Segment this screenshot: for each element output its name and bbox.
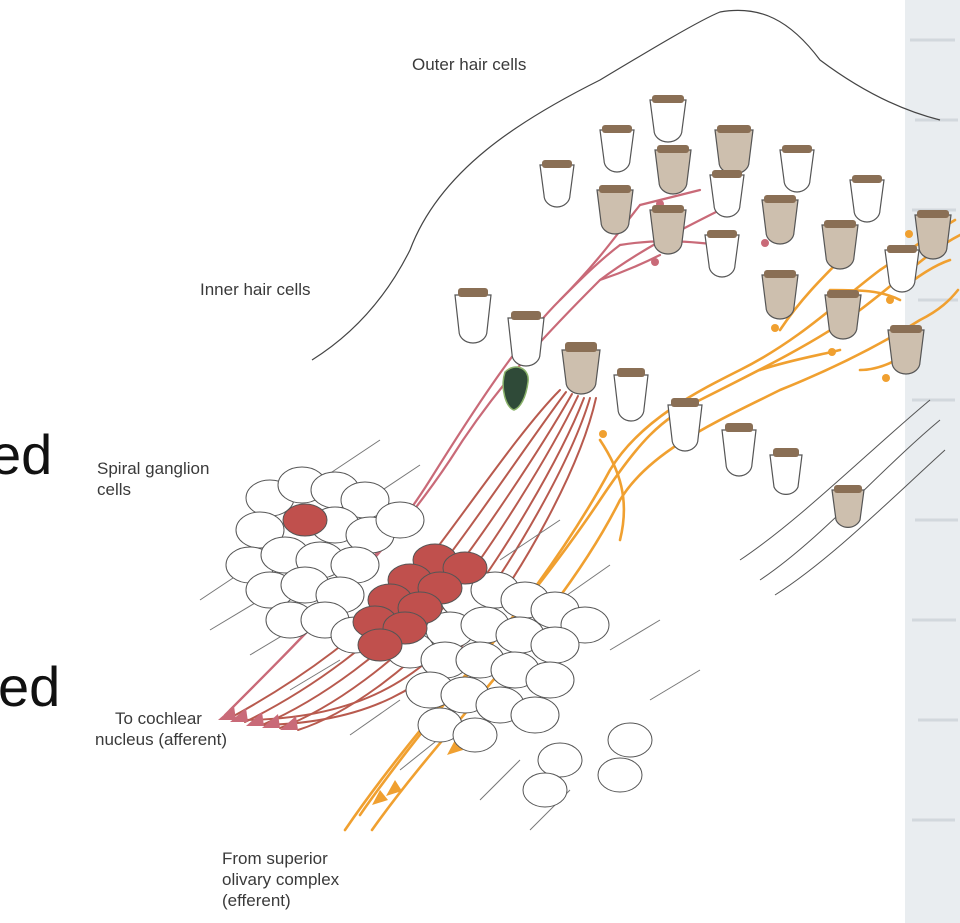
slide-fragment-lower: zed [0, 657, 60, 717]
label-to-cochlear-nucleus: To cochlear nucleus (afferent) [95, 708, 227, 750]
label-olivary-line2: olivary complex [222, 869, 339, 890]
label-outer-hair-cells: Outer hair cells [412, 54, 526, 75]
label-spiral-ganglion-line1: Spiral ganglion [97, 458, 209, 479]
label-spiral-ganglion: Spiral ganglion cells [97, 458, 209, 500]
slide-fragment-upper: ed [0, 425, 52, 485]
spiral-ganglion-cells [200, 440, 700, 830]
basilar-line-3 [740, 400, 930, 560]
inner-hair-cell-innervated [562, 350, 600, 394]
label-olivary-line1: From superior [222, 848, 339, 869]
label-olivary-line3: (efferent) [222, 890, 339, 911]
label-spiral-ganglion-line2: cells [97, 479, 209, 500]
label-cochlear-line1: To cochlear [95, 708, 227, 729]
pillar-cell [503, 367, 528, 410]
label-cochlear-line2: nucleus (afferent) [95, 729, 227, 750]
label-from-superior-olivary: From superior olivary complex (efferent) [222, 848, 339, 911]
afferent-synapses [616, 200, 769, 266]
label-inner-hair-cells: Inner hair cells [200, 279, 311, 300]
